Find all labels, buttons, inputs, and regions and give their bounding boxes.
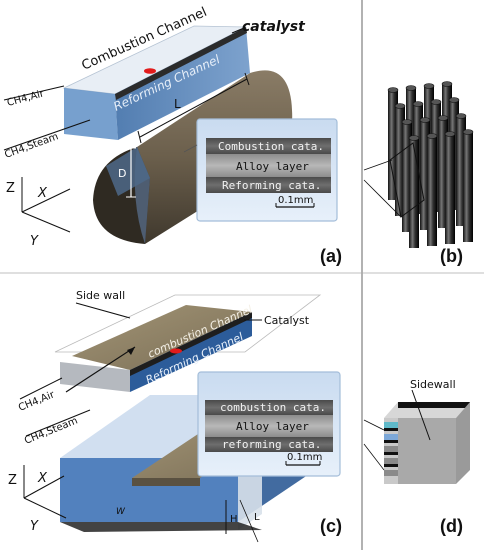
stack-side — [456, 402, 470, 484]
tube-top — [441, 81, 453, 87]
label-dim-d-a: D — [118, 167, 126, 180]
panel-b: (b) — [363, 81, 474, 266]
tube-top — [408, 135, 420, 141]
dim-l-line — [139, 78, 248, 138]
selection-box — [389, 142, 425, 218]
inset-text-reforming-a: Reforming cata. — [222, 179, 321, 192]
tube-top — [430, 99, 442, 105]
tube — [427, 136, 437, 246]
panel-label-d: (d) — [440, 516, 463, 536]
sidewall-leader — [411, 389, 431, 441]
panel-d: Sidewall (d) — [363, 378, 470, 536]
tube — [438, 118, 448, 228]
axis-label-x-c: X — [37, 471, 48, 486]
tube-bundle — [387, 81, 474, 248]
axis-label-y-a: Y — [30, 234, 39, 249]
tube-top — [448, 97, 460, 103]
tube-top — [387, 87, 399, 93]
label-dim-l-c: L — [254, 512, 260, 523]
label-inlet-air-a: CH4,Air — [6, 88, 46, 109]
inset-scale-label-a: 0.1mm — [278, 195, 313, 206]
axis-y-c — [23, 497, 67, 519]
tube-top — [423, 83, 435, 89]
label-inlet-steam-a: CH4,Steam — [3, 131, 60, 161]
inset-layer-combustion — [206, 138, 331, 154]
inset-text-combustion-c: combustion cata. — [220, 401, 326, 414]
tube — [420, 120, 430, 230]
tube-top — [394, 103, 406, 109]
tube — [409, 138, 419, 248]
tube — [456, 116, 466, 226]
inset-layer-alloy — [206, 154, 331, 177]
panel-a: Combustion Channel catalyst Reforming Ch… — [3, 5, 342, 266]
inset-layer-reforming — [206, 177, 331, 193]
tube — [402, 122, 412, 232]
inset-text-alloy-a: Alloy layer — [236, 160, 309, 173]
cut-face — [106, 147, 150, 196]
axis-label-x-a: X — [37, 186, 48, 201]
axis-label-z-a: Z — [6, 181, 15, 196]
axis-label-z-c: Z — [8, 473, 17, 488]
tube-top — [444, 131, 456, 137]
label-catalyst-a: catalyst — [242, 19, 306, 35]
hotspot-c — [170, 348, 182, 354]
tube-top — [419, 117, 431, 123]
tube-top — [437, 115, 449, 121]
panel-c: Side wall Catalyst combustion Channel Re… — [8, 289, 342, 543]
label-dim-l-a: L — [174, 97, 181, 111]
tube-top — [401, 119, 413, 125]
sidewall-top-black — [398, 402, 470, 408]
tube — [388, 90, 398, 200]
label-sidewall-d: Sidewall — [410, 378, 456, 391]
tube-top — [455, 113, 467, 119]
catalyst-strip — [115, 27, 247, 100]
inset-text-reforming-c: reforming cata. — [222, 438, 321, 451]
inlet-air-arrow — [3, 85, 65, 101]
axis-x-c — [23, 475, 65, 499]
tube — [395, 106, 405, 216]
tube-top — [426, 133, 438, 139]
combustion-slab-top — [72, 305, 252, 370]
axis-y-a — [21, 211, 71, 233]
inset-text-alloy-c: Alloy layer — [236, 420, 309, 433]
tube-top — [405, 85, 417, 91]
label-dim-w-c: W — [116, 507, 126, 517]
panel-label-b: (b) — [440, 246, 463, 266]
tube — [445, 134, 455, 244]
label-side-wall-c: Side wall — [76, 289, 125, 302]
label-catalyst-c: Catalyst — [264, 314, 310, 327]
label-inlet-steam-c: CH4,Steam — [23, 415, 79, 446]
flow-arrow — [65, 346, 136, 393]
sidewall-face — [398, 418, 456, 484]
tube — [463, 132, 473, 242]
tube-top — [412, 101, 424, 107]
label-inlet-air-c: CH4,Air — [17, 389, 57, 414]
axis-x-a — [21, 188, 71, 213]
reforming-channel — [115, 27, 250, 140]
label-dim-h-c: H — [230, 514, 238, 525]
inset-text-combustion-a: Combustion cata. — [218, 140, 324, 153]
axis-label-y-c: Y — [30, 519, 39, 534]
hotspot — [144, 68, 156, 74]
panel-label-a: (a) — [320, 246, 342, 266]
inset-scale-label-c: 0.1mm — [287, 452, 322, 463]
inlet-steam-arrow — [3, 119, 91, 151]
panel-label-c: (c) — [320, 516, 342, 536]
tube-top — [462, 129, 474, 135]
